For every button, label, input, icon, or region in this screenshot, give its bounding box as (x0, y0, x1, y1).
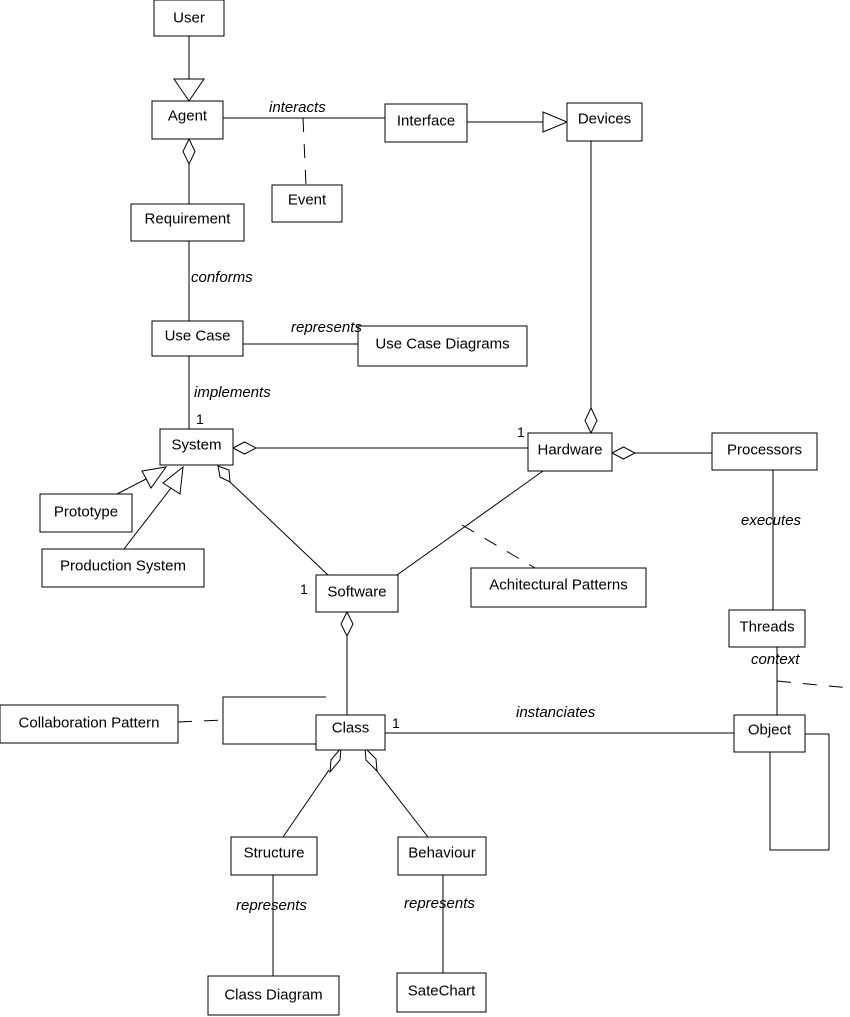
class-processors: Processors (711, 432, 818, 471)
aggregation-diamond-software-class (340, 610, 354, 638)
generalization-arrow-prototype-system (141, 466, 168, 489)
multiplicity-hardware: 1 (517, 424, 525, 440)
edge-class-structure (282, 769, 330, 838)
multiplicity-software: 1 (300, 581, 308, 597)
label-conforms: conforms (191, 269, 253, 286)
class-threads: Threads (728, 609, 806, 648)
generalization-arrow-production-system (162, 465, 184, 495)
label-executes: executes (741, 512, 802, 529)
edge-object-self (769, 733, 830, 851)
class-processors-label: Processors (727, 442, 802, 459)
class-class-label: Class (332, 720, 370, 737)
class-structure: Structure (230, 836, 318, 876)
edge-class-behaviour (375, 769, 429, 838)
class-statechart: SateChart (396, 972, 487, 1013)
class-system-label: System (171, 437, 221, 454)
class-interface: Interface (384, 103, 468, 143)
class-class-diagram: Class Diagram (207, 975, 340, 1016)
class-behaviour: Behaviour (397, 836, 487, 876)
label-instanciates: instanciates (516, 704, 596, 721)
class-software: Software (315, 574, 399, 613)
class-software-label: Software (327, 584, 386, 601)
class-statechart-label: SateChart (408, 983, 476, 1000)
aggregation-diamond-class-behaviour (364, 746, 378, 773)
edge-class-self (222, 696, 326, 745)
label-represents-behaviour: represents (404, 895, 475, 912)
class-use-case-diagrams-label: Use Case Diagrams (375, 336, 509, 353)
class-class: Class (315, 714, 386, 751)
label-represents-structure: represents (236, 897, 307, 914)
class-collaboration-pattern: Collaboration Pattern (0, 704, 179, 744)
class-production-system-label: Production System (60, 558, 186, 575)
label-context: context (751, 651, 800, 668)
edge-hardware-software (389, 470, 544, 581)
class-use-case-label: Use Case (165, 328, 231, 345)
class-architectural-patterns: Achitectural Patterns (470, 567, 647, 608)
class-object-label: Object (748, 722, 792, 739)
class-use-case: Use Case (151, 320, 244, 357)
class-user-label: User (173, 10, 205, 27)
class-interface-label: Interface (397, 113, 455, 130)
edges (114, 36, 850, 976)
edge-context-dashed (776, 680, 850, 689)
class-use-case-diagrams: Use Case Diagrams (357, 325, 528, 367)
edge-software-hardware-patterns (461, 524, 536, 569)
label-implements: implements (194, 384, 271, 401)
class-architectural-patterns-label: Achitectural Patterns (489, 577, 627, 594)
class-hardware-label: Hardware (537, 442, 602, 459)
class-agent: Agent (151, 100, 224, 140)
label-interacts: interacts (269, 99, 326, 116)
aggregation-diamond-system-software (217, 465, 231, 483)
class-requirement-label: Requirement (145, 211, 232, 228)
aggregation-diamond-system-hardware (231, 441, 258, 455)
edge-prototype-system (114, 478, 147, 496)
class-structure-label: Structure (244, 845, 305, 862)
aggregation-diamond-agent (182, 137, 196, 166)
class-devices-label: Devices (578, 111, 631, 128)
class-prototype-label: Prototype (54, 504, 118, 521)
class-behaviour-label: Behaviour (408, 845, 476, 862)
label-represents-use-case: represents (291, 319, 362, 336)
class-threads-label: Threads (739, 619, 794, 636)
class-collaboration-pattern-label: Collaboration Pattern (19, 715, 160, 732)
class-system: System (159, 428, 234, 466)
class-agent-label: Agent (168, 108, 208, 125)
class-devices: Devices (566, 102, 643, 142)
aggregation-diamond-class-structure (329, 746, 342, 774)
class-hardware: Hardware (527, 432, 613, 472)
generalization-arrow-user-agent (173, 78, 205, 102)
edge-interacts-event (302, 117, 307, 186)
class-production-system: Production System (41, 548, 205, 588)
aggregation-diamond-hardware-processors (610, 446, 637, 460)
edge-collaboration-class (177, 719, 224, 723)
multiplicity-system: 1 (196, 411, 204, 427)
class-event-label: Event (288, 192, 327, 209)
class-event: Event (271, 184, 343, 223)
multiplicity-class: 1 (392, 715, 400, 731)
edge-system-software (229, 481, 329, 576)
class-user: User (153, 0, 225, 37)
edge-production-system (123, 487, 172, 550)
aggregation-diamond-hardware-devices (584, 406, 598, 435)
class-prototype: Prototype (39, 493, 133, 533)
generalization-arrow-interface-devices (542, 111, 569, 133)
class-object: Object (733, 714, 806, 753)
class-requirement: Requirement (130, 203, 245, 242)
class-class-diagram-label: Class Diagram (224, 987, 322, 1004)
